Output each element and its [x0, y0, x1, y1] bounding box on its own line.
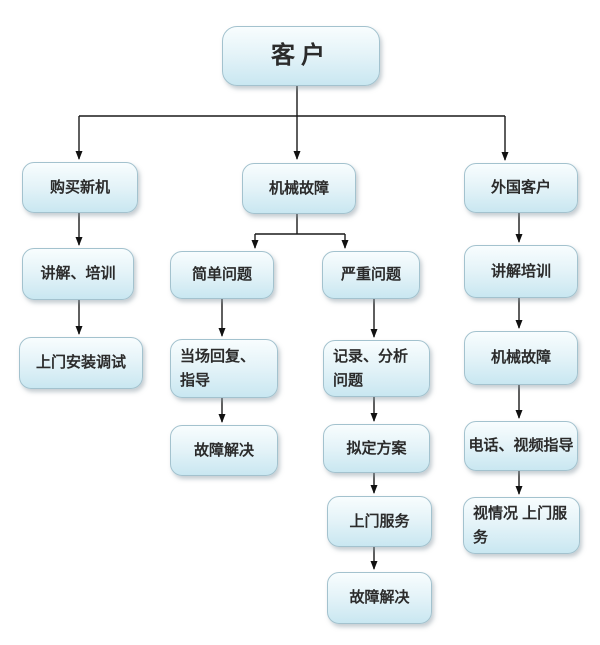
node-onsite-service: 上门服务	[327, 496, 432, 547]
node-record-analyze-problem: 记录、分析问题	[323, 340, 430, 397]
node-buy-new-machine: 购买新机	[22, 162, 138, 213]
node-mechanical-failure-right: 机械故障	[464, 331, 578, 385]
node-foreign-customer: 外国客户	[464, 163, 578, 213]
node-customer: 客户	[222, 26, 380, 86]
node-fault-solved-middle: 故障解决	[327, 572, 432, 624]
node-onspot-reply-guide: 当场回复、指导	[170, 339, 278, 398]
node-simple-problem: 简单问题	[170, 251, 274, 299]
node-phone-video-guide: 电话、视频指导	[464, 421, 578, 471]
node-onsite-install-debug: 上门安装调试	[19, 337, 143, 389]
node-draft-plan: 拟定方案	[323, 424, 430, 473]
node-explain-training-right: 讲解培训	[464, 245, 578, 298]
node-fault-solved-left: 故障解决	[170, 425, 278, 476]
node-serious-problem: 严重问题	[322, 251, 420, 299]
node-case-by-case-onsite: 视情况 上门服务	[463, 497, 580, 554]
node-explain-training-left: 讲解、培训	[22, 248, 134, 300]
node-mechanical-failure: 机械故障	[242, 163, 356, 214]
